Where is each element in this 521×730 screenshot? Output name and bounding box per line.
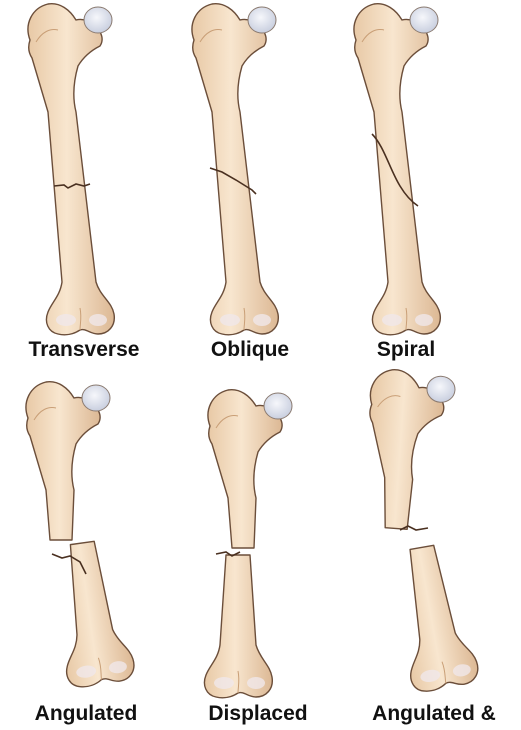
label-angulated-displaced: Angulated &: [372, 702, 496, 725]
label-spiral: Spiral: [377, 338, 435, 361]
angulated-femur: [26, 382, 136, 689]
spiral-femur: [354, 4, 440, 335]
label-oblique: Oblique: [211, 338, 289, 361]
displaced-femur: [204, 390, 292, 698]
transverse-femur: [28, 4, 114, 335]
label-angulated: Angulated: [35, 702, 138, 725]
label-transverse: Transverse: [29, 338, 140, 361]
angulated-displaced-femur: [361, 368, 480, 694]
oblique-femur: [192, 4, 278, 335]
label-displaced: Displaced: [208, 702, 307, 725]
